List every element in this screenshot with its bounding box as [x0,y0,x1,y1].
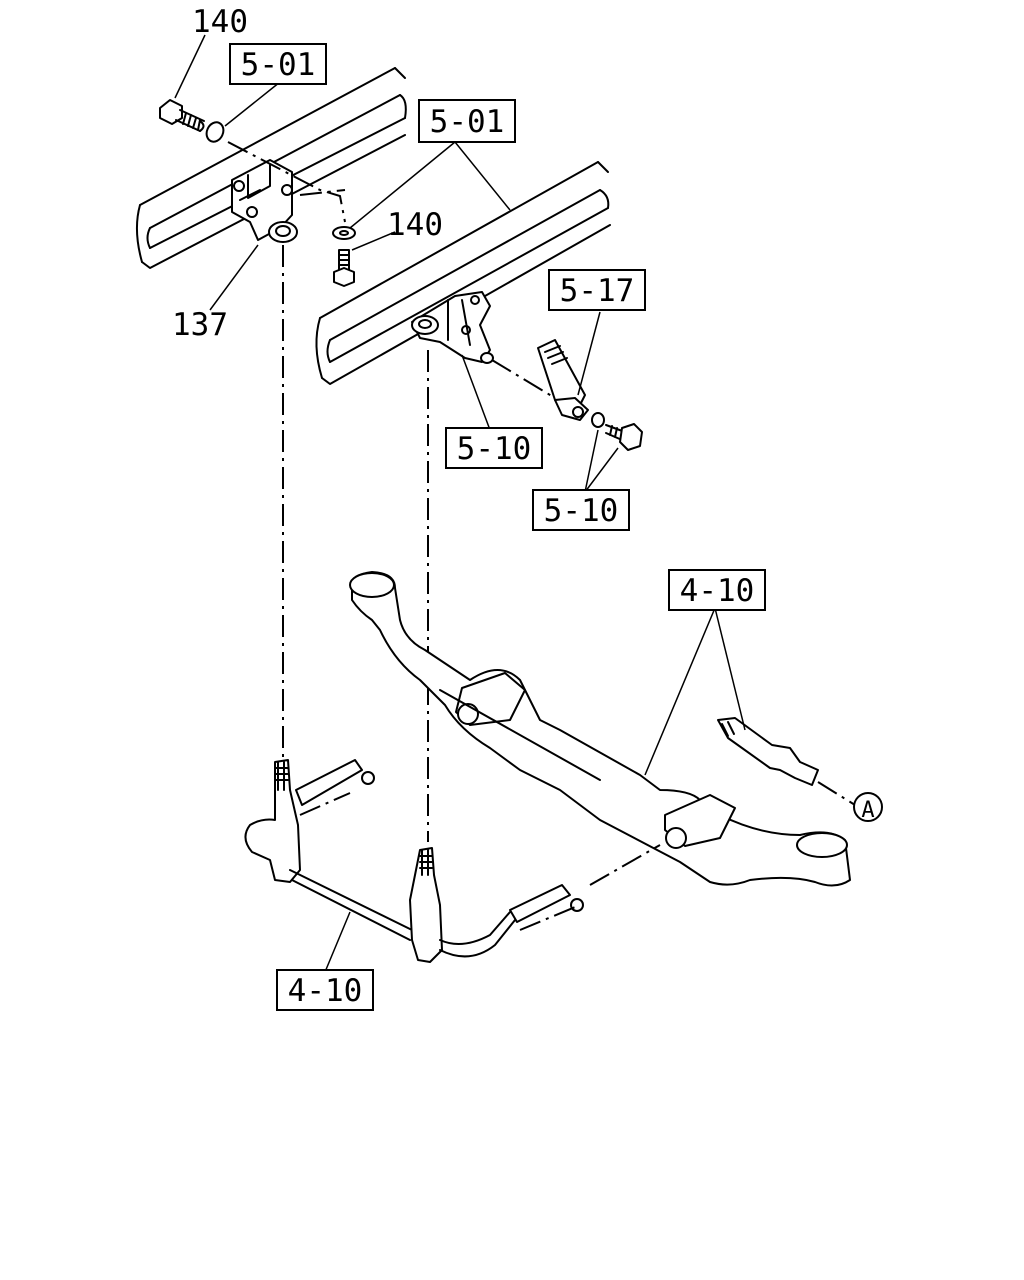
ref-box-stabilizer[interactable]: 4-10 [276,969,374,1011]
label-bolt-140-upper: 140 [192,4,248,40]
ref-box-frame-left[interactable]: 5-01 [229,43,327,85]
ref-shackle-label: 5-17 [560,273,635,309]
leader-dashline [491,359,556,399]
ref-box-frame-right[interactable]: 5-01 [418,99,516,143]
ref-point-label: A [861,798,874,823]
centerline-rail [299,189,346,196]
fastener-washer [591,412,605,428]
ref-box-shackle[interactable]: 5-17 [548,269,646,311]
label-bracket-137: 137 [172,307,228,343]
ref-box-hanger[interactable]: 5-10 [445,427,543,469]
ref-stabilizer-label: 4-10 [288,973,363,1009]
reference-point-a: A [853,792,883,823]
washer-upper [205,121,225,143]
frame-rail-right [315,161,611,385]
ref-hanger-label: 5-10 [457,431,532,467]
ref-fasteners-label: 5-10 [544,493,619,529]
ref-box-fasteners[interactable]: 5-10 [532,489,630,531]
ref-axle-label: 4-10 [680,573,755,609]
stabilizer-bar [244,759,661,963]
frame-rail-left [136,67,407,269]
frame-bracket-137 [231,159,298,243]
centerline-upper-bolt [227,141,346,223]
ref-frame-right-label: 5-01 [430,104,505,140]
spring-hanger [411,291,494,364]
label-bolt-140-lower: 140 [387,207,443,243]
front-axle [349,571,851,887]
fastener-bolt [605,423,643,451]
spring-shackle [537,339,589,421]
stud-assembly [717,717,856,806]
bolt-140-lower [332,226,356,287]
leader-lines [174,34,746,973]
ref-box-axle[interactable]: 4-10 [668,569,766,611]
ref-frame-left-label: 5-01 [241,47,316,83]
bolt-140-upper [159,99,205,132]
